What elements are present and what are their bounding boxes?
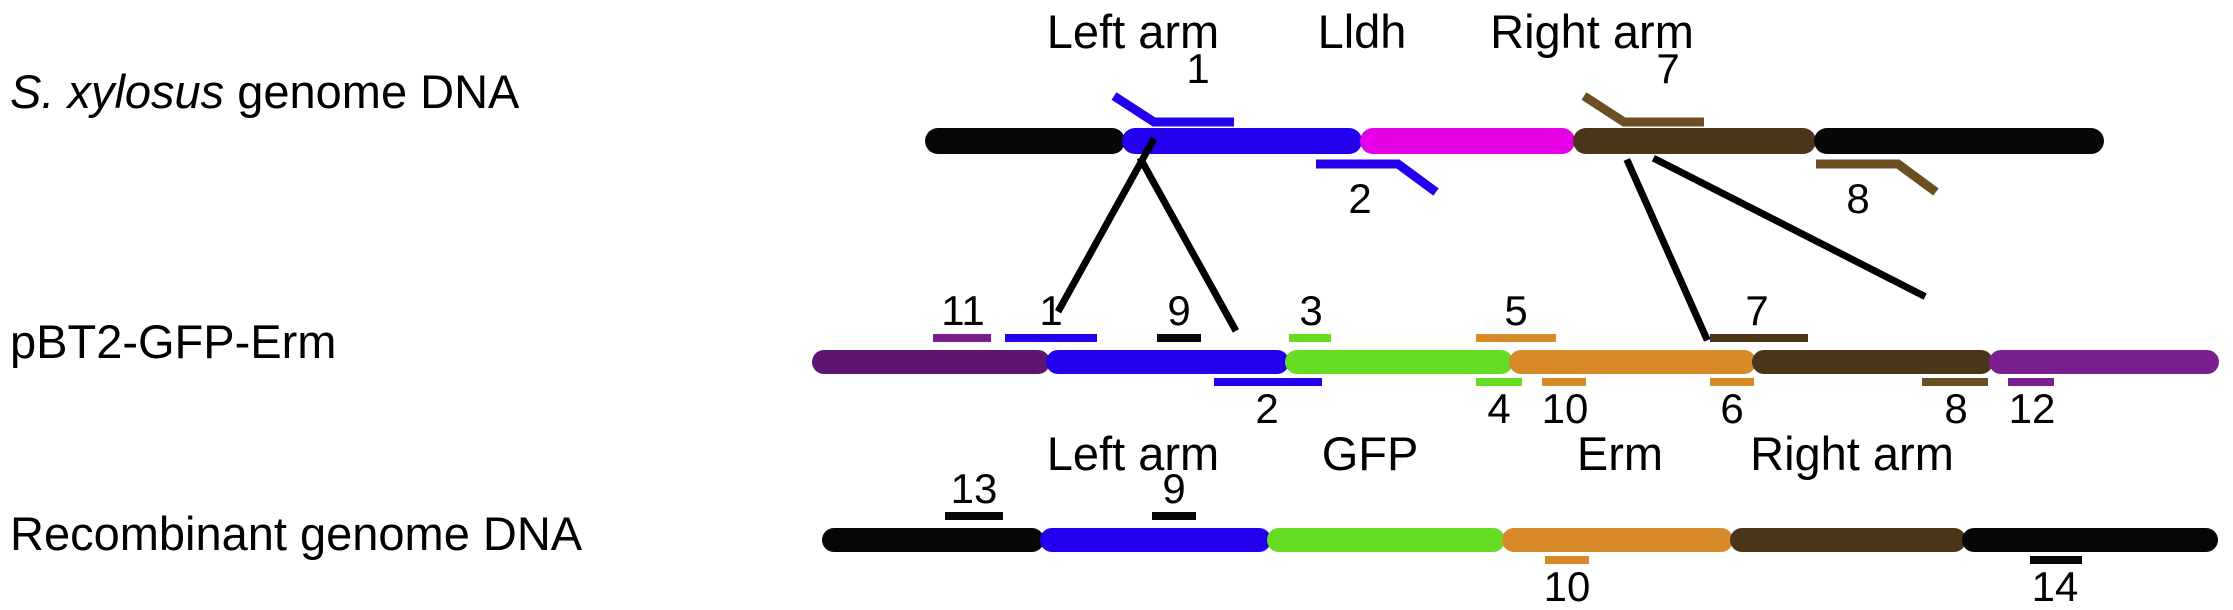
- primer-2-arrow-icon: [1316, 159, 1439, 196]
- primer-1-arrow-icon: [1111, 92, 1234, 127]
- primer-bar-recombinant-13: [945, 512, 1003, 520]
- plasmid-segment-vector-left-purple: [812, 350, 1050, 374]
- plasmid-segment-left-arm-blue: [1046, 350, 1289, 374]
- primer-bar-plasmid-11: [933, 334, 991, 342]
- primer-label-plasmid-6: 6: [1720, 385, 1744, 432]
- plasmid-segment-right-arm-brown: [1752, 350, 1993, 374]
- recombinant-segment-erm-orange: [1502, 528, 1733, 552]
- row-caption-recombinant: Recombinant genome DNA: [10, 507, 583, 560]
- primer-bar-plasmid-7: [1710, 334, 1808, 342]
- primer-label-genome-8: 8: [1846, 175, 1870, 222]
- primer-bar-plasmid-5: [1476, 334, 1556, 342]
- genome-title-right-arm: Right arm: [1490, 5, 1694, 58]
- primer-label-genome-2: 2: [1348, 175, 1372, 222]
- primer-bar-recombinant-9: [1152, 512, 1196, 520]
- recombinant-segment-gfp-green: [1267, 528, 1505, 552]
- primer-label-plasmid-9: 9: [1167, 287, 1191, 334]
- primer-7-arrow-icon: [1581, 92, 1704, 127]
- genome-segment-lldh-magenta: [1360, 128, 1575, 154]
- recombinant-segment-right-arm-brown: [1730, 528, 1966, 552]
- recombinant-segment-flank-right-black: [1962, 528, 2218, 552]
- primer-bar-plasmid-4: [1476, 378, 1522, 386]
- primer-label-plasmid-10: 10: [1541, 385, 1589, 432]
- genome-segment-flank-left-black: [925, 128, 1125, 154]
- plasmid-segment-erm-orange: [1509, 350, 1756, 374]
- genome-segment-left-arm-blue: [1122, 128, 1362, 154]
- primer-label-plasmid-4: 4: [1487, 385, 1511, 432]
- recombinant-title-right-arm: Right arm: [1750, 427, 1954, 480]
- primer-label-plasmid-12: 12: [2008, 385, 2056, 432]
- genome-title-lldh: Lldh: [1317, 5, 1407, 58]
- primer-label-plasmid-3: 3: [1299, 287, 1323, 334]
- primer-label-recombinant-13: 13: [950, 465, 998, 512]
- primer-label-plasmid-1: 1: [1039, 287, 1063, 334]
- plasmid-segment-gfp-green: [1285, 350, 1513, 374]
- primer-bar-plasmid-6: [1710, 378, 1754, 386]
- primer-label-recombinant-14: 14: [2031, 563, 2079, 610]
- genome-segment-right-arm-brown: [1573, 128, 1816, 154]
- right-crossover-line-a: [1623, 158, 1711, 342]
- genome-segment-flank-right-black: [1814, 128, 2104, 154]
- recombinant-segment-flank-left-black: [822, 528, 1044, 552]
- species-name: S. xylosus: [10, 65, 225, 118]
- primer-bar-plasmid-10: [1542, 378, 1586, 386]
- recombinant-title-gfp: GFP: [1321, 427, 1419, 480]
- plasmid-segment-vector-right-purple: [1989, 350, 2219, 374]
- primer-label-plasmid-7: 7: [1745, 287, 1769, 334]
- primer-label-plasmid-8: 8: [1944, 385, 1968, 432]
- row-caption-genome: S. xylosus genome DNA: [10, 68, 519, 115]
- recombinant-title-left-arm: Left arm: [1046, 427, 1220, 480]
- recombinant-segment-left-arm-blue: [1040, 528, 1271, 552]
- primer-bar-plasmid-1: [1005, 334, 1097, 342]
- primer-bar-recombinant-14: [2030, 556, 2082, 564]
- primer-bar-plasmid-12: [2008, 378, 2054, 386]
- row-caption-plasmid: pBT2-GFP-Erm: [10, 315, 337, 368]
- recombinant-title-erm: Erm: [1576, 427, 1664, 480]
- primer-label-genome-1: 1: [1186, 45, 1210, 92]
- primer-label-recombinant-10: 10: [1543, 563, 1591, 610]
- primer-label-plasmid-2: 2: [1255, 385, 1279, 432]
- primer-8-arrow-icon: [1816, 159, 1939, 196]
- primer-label-plasmid-11: 11: [941, 287, 985, 334]
- primer-label-plasmid-5: 5: [1504, 287, 1528, 334]
- left-crossover-line-b: [1055, 136, 1158, 314]
- primer-bar-plasmid-2: [1214, 378, 1322, 386]
- caption-rest-genome: genome DNA: [224, 65, 520, 118]
- primer-label-recombinant-9: 9: [1162, 465, 1186, 512]
- primer-bar-plasmid-9: [1157, 334, 1201, 342]
- primer-bar-plasmid-8: [1922, 378, 1988, 386]
- primer-label-genome-7: 7: [1656, 45, 1680, 92]
- primer-bar-plasmid-3: [1289, 334, 1331, 342]
- genome-title-left-arm: Left arm: [1046, 5, 1220, 58]
- primer-bar-recombinant-10: [1545, 556, 1589, 564]
